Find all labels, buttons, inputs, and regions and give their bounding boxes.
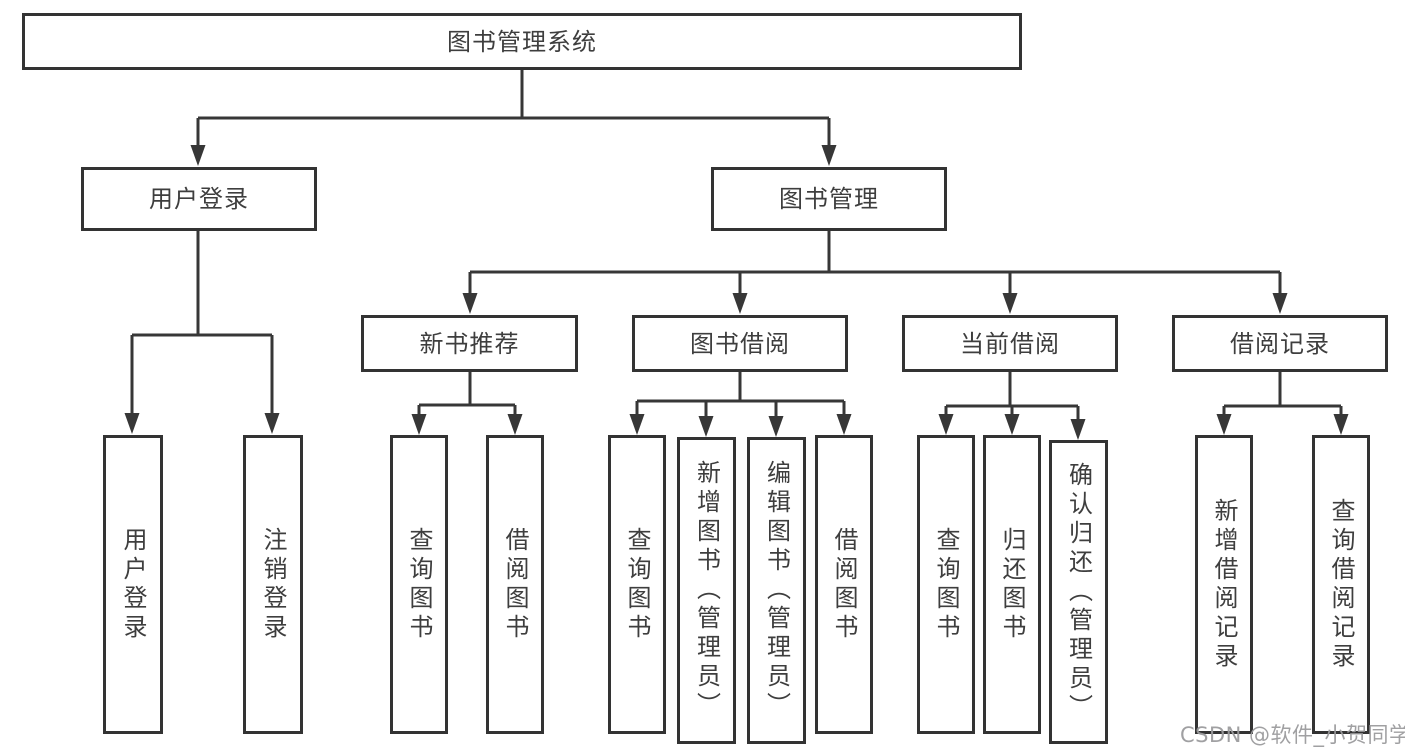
- node-label: 查询图书: [623, 526, 651, 643]
- node-label: 图书借阅: [690, 329, 790, 358]
- node-new-book-recommend: 新书推荐: [361, 315, 578, 372]
- node-nb-query-book: 查询图书: [390, 435, 448, 734]
- node-bb-add-book-admin: 新增图书（管理员）: [677, 437, 736, 744]
- node-login: 用户登录: [103, 435, 163, 734]
- node-label: 借阅图书: [501, 526, 529, 643]
- node-label: 查询图书: [405, 526, 433, 643]
- node-nb-borrow-book: 借阅图书: [486, 435, 544, 734]
- node-br-query-record: 查询借阅记录: [1312, 435, 1370, 734]
- node-logout: 注销登录: [243, 435, 303, 734]
- node-root: 图书管理系统: [22, 13, 1022, 70]
- node-br-add-record: 新增借阅记录: [1195, 435, 1253, 734]
- node-book-borrow: 图书借阅: [632, 315, 848, 372]
- arrowheads: [124, 145, 1349, 440]
- node-label: 用户登录: [149, 185, 249, 213]
- node-label: 新增图书（管理员）: [692, 460, 721, 721]
- node-label: 查询借阅记录: [1327, 497, 1355, 672]
- watermark: CSDN @软件_小贺同学: [1180, 723, 1405, 747]
- node-root-label: 图书管理系统: [447, 27, 597, 56]
- node-label: 确认归还（管理员）: [1064, 461, 1093, 723]
- node-cb-return-book: 归还图书: [983, 435, 1041, 734]
- node-bb-borrow-book: 借阅图书: [815, 435, 873, 734]
- node-label: 查询图书: [932, 526, 960, 643]
- node-label: 注销登录: [259, 526, 287, 643]
- node-label: 归还图书: [998, 526, 1026, 643]
- node-bb-query-book: 查询图书: [608, 435, 666, 734]
- node-label: 新书推荐: [419, 329, 520, 358]
- node-label: 新增借阅记录: [1210, 497, 1238, 672]
- node-user-login: 用户登录: [81, 167, 317, 231]
- node-current-borrow: 当前借阅: [902, 315, 1118, 372]
- node-cb-query-book: 查询图书: [917, 435, 975, 734]
- node-cb-confirm-return-admin: 确认归还（管理员）: [1049, 440, 1108, 744]
- node-label: 当前借阅: [960, 329, 1060, 358]
- node-book-management: 图书管理: [711, 167, 947, 231]
- node-bb-edit-book-admin: 编辑图书（管理员）: [747, 437, 806, 744]
- node-label: 用户登录: [119, 526, 147, 643]
- node-borrow-records: 借阅记录: [1172, 315, 1388, 372]
- node-label: 借阅记录: [1230, 329, 1330, 358]
- node-label: 编辑图书（管理员）: [762, 460, 791, 721]
- node-label: 借阅图书: [830, 526, 858, 643]
- node-label: 图书管理: [779, 185, 879, 213]
